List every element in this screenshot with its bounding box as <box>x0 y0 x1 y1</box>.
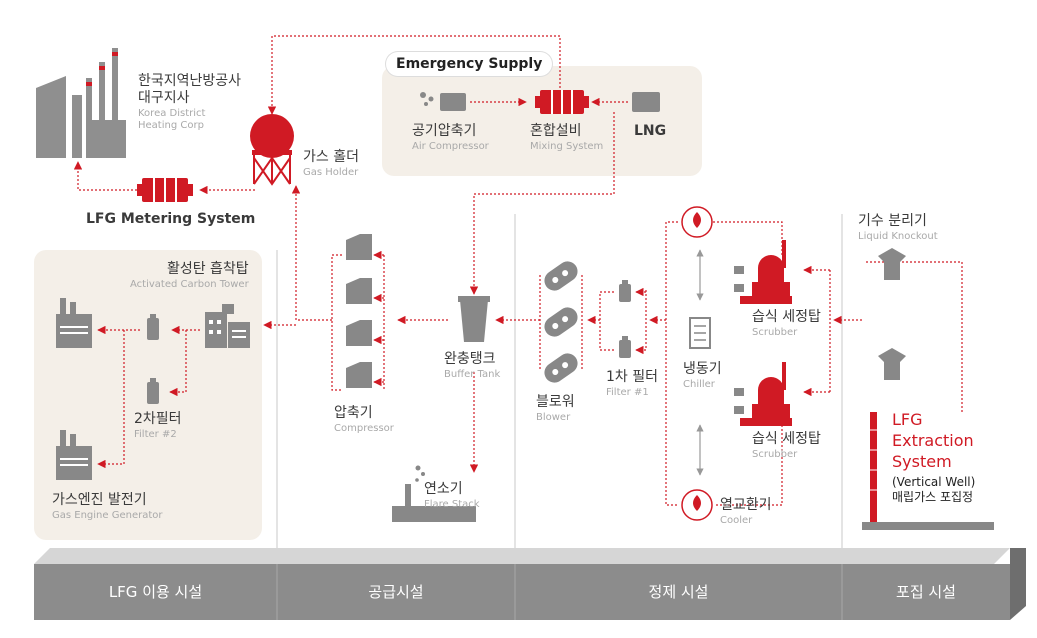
metering-system-icon <box>137 178 193 202</box>
chiller-icon <box>689 317 711 349</box>
emergency-supply-title: Emergency Supply <box>386 52 553 76</box>
engine-generator-icons <box>56 298 92 480</box>
extraction-well-icon <box>862 412 994 530</box>
lng-label: LNG <box>634 123 667 139</box>
engine-generator-label: 가스엔진 발전기 Gas Engine Generator <box>52 492 163 521</box>
filter1-label: 1차 필터 Filter #1 <box>606 369 658 398</box>
metering-system-label: LFG Metering System <box>86 211 256 227</box>
scrubber2-label: 습식 세정탑 Scrubber <box>752 431 821 460</box>
gas-holder-label: 가스 홀더 Gas Holder <box>303 149 359 178</box>
gas-holder-icon <box>250 114 294 186</box>
blower-icons <box>544 261 578 383</box>
base-bar-side <box>1010 548 1026 620</box>
carbon-tower-label: 활성탄 흡착탑 Activated Carbon Tower <box>130 261 249 290</box>
extraction-system-label: LFG Extraction System (Vertical Well) 매립… <box>892 410 976 504</box>
section-purification: 정제 시설 <box>648 583 709 601</box>
mixing-system-icon <box>535 90 589 114</box>
buffer-tank-label: 완충탱크 Buffer Tank <box>444 351 501 380</box>
base-bar <box>34 564 1010 620</box>
section-utilization: LFG 이용 시설 <box>108 583 203 601</box>
filter1-icons <box>619 280 631 358</box>
filter2-icons <box>147 314 159 404</box>
air-compressor-icon <box>420 92 466 111</box>
knockout-label: 기수 분리기 Liquid Knockout <box>858 213 938 242</box>
section-collection: 포집 시설 <box>896 583 956 601</box>
flare-stack-label: 연소기 Flare Stack <box>424 481 480 510</box>
flare-stack-icon <box>392 465 476 522</box>
carbon-tower-icon <box>205 304 250 348</box>
compressor-label: 압축기 Compressor <box>334 405 394 434</box>
lng-tank-icon <box>632 92 660 112</box>
filter2-label: 2차필터 Filter #2 <box>134 411 182 440</box>
scrubber1-label: 습식 세정탑 Scrubber <box>752 309 821 338</box>
chiller-label: 냉동기 Chiller <box>683 361 722 390</box>
emergency-panel <box>382 66 702 176</box>
heat-icons <box>681 206 713 521</box>
section-supply: 공급시설 <box>368 583 424 601</box>
scrubber-icons <box>734 240 792 426</box>
buffer-tank-icon <box>458 296 490 342</box>
cooler-label: 열교환기 Cooler <box>720 497 772 526</box>
base-bar-top <box>34 548 1010 564</box>
mixing-system-label: 혼합설비 Mixing System <box>530 123 604 152</box>
knockout-icons <box>878 248 906 380</box>
blower-label: 블로워 Blower <box>536 394 575 423</box>
air-compressor-label: 공기압축기 Air Compressor <box>412 123 489 152</box>
factory-icon <box>36 48 126 158</box>
kdhc-label: 한국지역난방공사 대구지사 Korea District Heating Cor… <box>138 73 242 131</box>
compressor-icons <box>346 234 372 388</box>
